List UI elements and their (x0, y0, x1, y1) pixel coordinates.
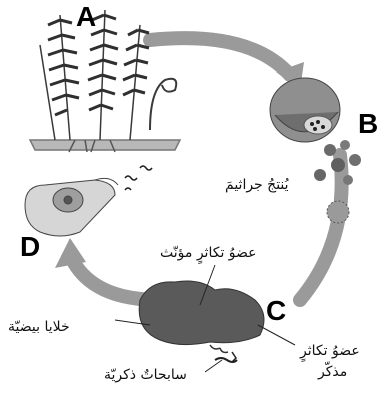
stage-label-b: B (358, 110, 378, 138)
arrow-a-to-b (150, 38, 290, 75)
stage-label-d: D (20, 233, 40, 261)
archegonium-illustration (25, 166, 152, 236)
stage-label-c: C (266, 297, 286, 325)
caption-egg-cells: خلايا بيضيّة (8, 320, 70, 335)
mature-fern-plant (30, 10, 180, 152)
caption-male-organ-line1: عضوُ تكاثرٍ (300, 344, 360, 359)
caption-male-organ-line2: مذكّر (318, 365, 347, 380)
stage-label-a: A (76, 3, 96, 31)
caption-female-organ: عضوُ تكاثرٍ مؤنّث (160, 246, 257, 261)
caption-sperm: سابحاتٌ ذكريّة (104, 368, 187, 383)
caption-produces-spores: يُنتجُ جراثيمَ (225, 178, 289, 193)
